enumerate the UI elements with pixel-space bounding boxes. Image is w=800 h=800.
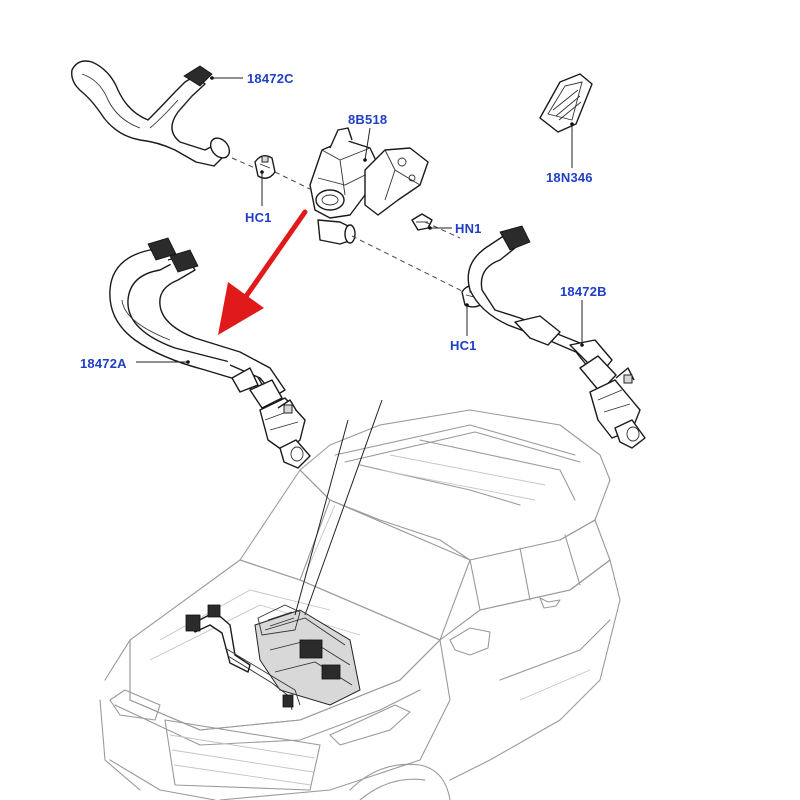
hose-18472a — [109, 237, 311, 469]
hose-18472c — [71, 60, 231, 167]
callout-clip-hn1: HN1 — [455, 221, 482, 236]
callout-clamp-hc1-left: HC1 — [245, 210, 272, 225]
callout-hose-18472a: 18472A — [80, 356, 127, 371]
callout-hose-18472c: 18472C — [247, 71, 294, 86]
hose-clamp-hc1-left — [254, 155, 276, 179]
zoom-leader-lines — [294, 399, 383, 616]
callout-pump-8b518: 8B518 — [348, 112, 388, 127]
coolant-pump-8b518 — [309, 127, 429, 245]
assembly-dashed-lines — [231, 157, 471, 296]
callout-grille-18n346: 18N346 — [546, 170, 593, 185]
vehicle-outline — [99, 409, 621, 800]
red-arrow — [218, 209, 308, 335]
callout-leaders — [136, 76, 584, 364]
callout-hose-18472b: 18472B — [560, 284, 607, 299]
clip-hn1 — [411, 213, 433, 231]
hvac-unit-illustration — [185, 604, 361, 711]
vent-grille-18n346 — [539, 73, 593, 133]
callout-clamp-hc1-right: HC1 — [450, 338, 477, 353]
hose-18472b — [467, 225, 646, 449]
